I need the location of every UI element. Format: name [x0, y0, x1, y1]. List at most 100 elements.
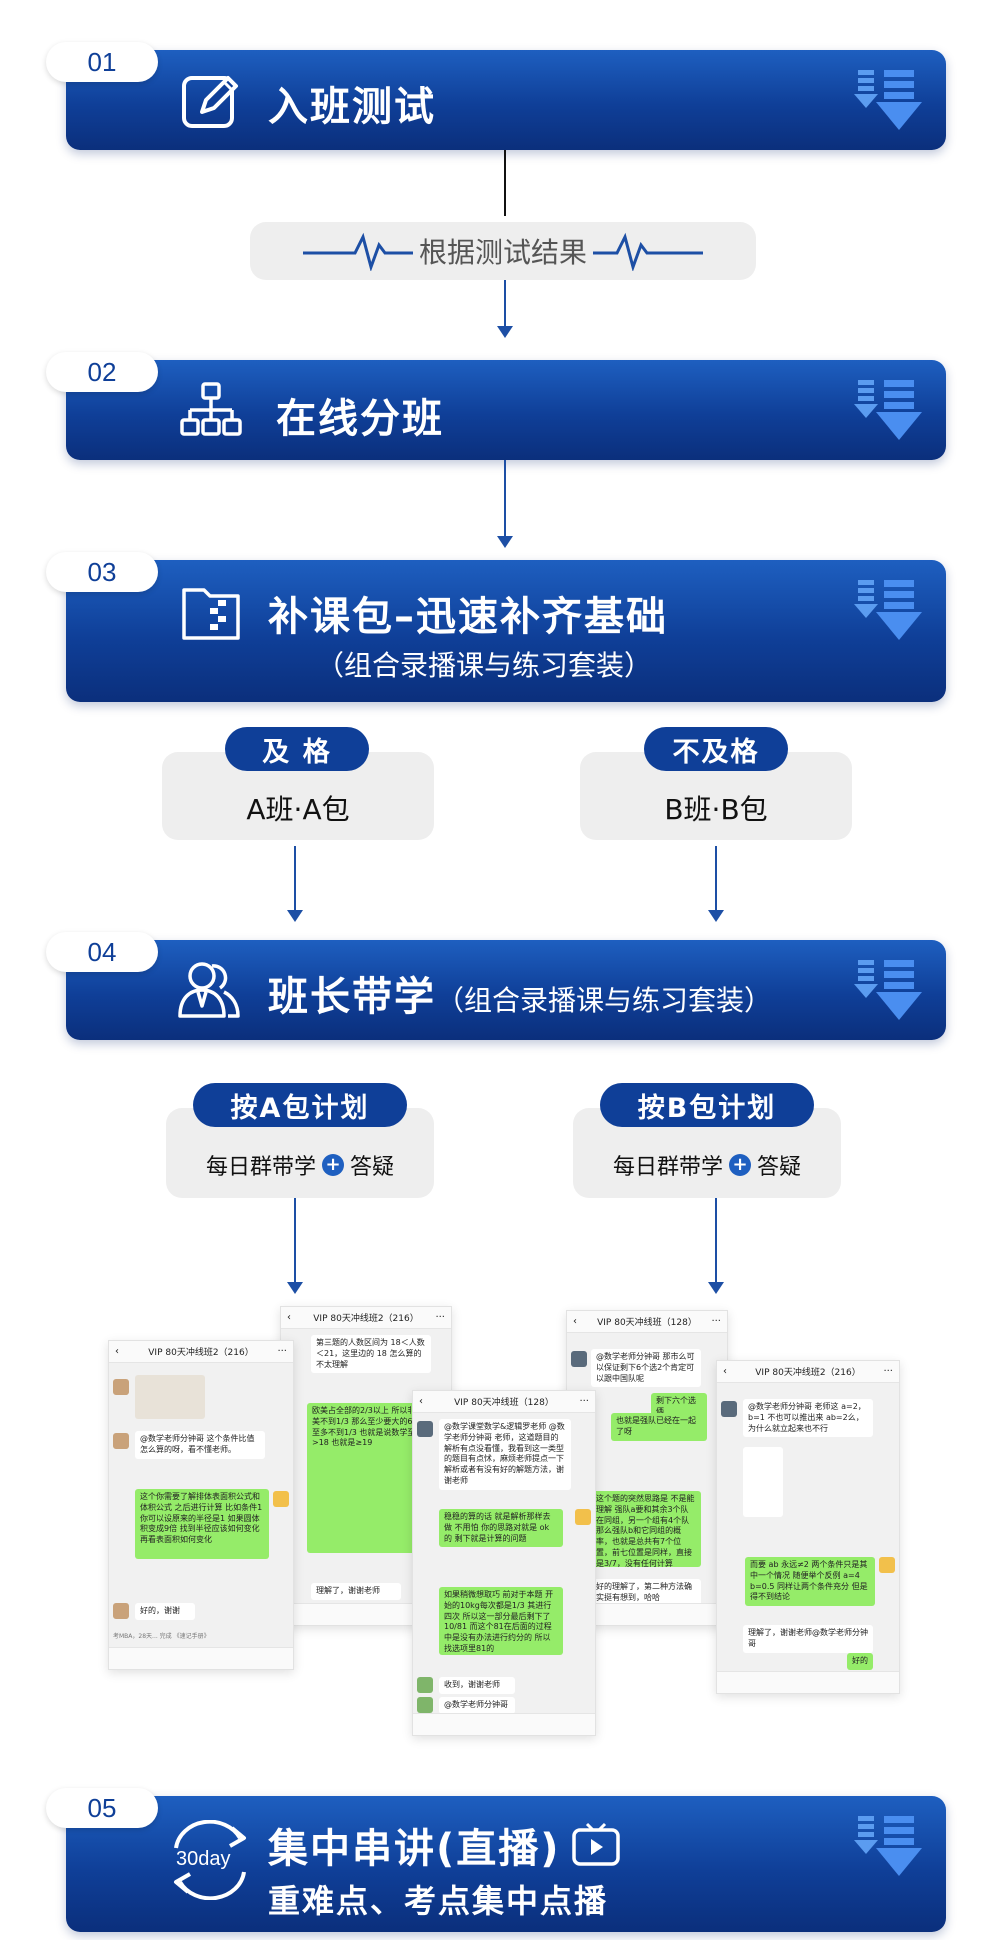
avatar — [575, 1509, 591, 1525]
avatar — [879, 1557, 895, 1573]
chat-header: ‹VIP 80天冲线班（128）··· — [567, 1311, 727, 1333]
fail-group-label: B班·B包 — [664, 793, 768, 826]
chat-header: ‹ VIP 80天冲线班2（216） ··· — [281, 1307, 451, 1329]
step-title: 入班测试 — [268, 84, 436, 130]
step-title: 班长带学（组合录播课与练习套装） — [268, 964, 772, 1022]
chat-message: 而要 ab 永远≠2 两个条件只是其中一个情况 随便举个反例 a=4 b=0.5… — [745, 1557, 875, 1607]
step-02-banner: 02 在线分班 — [46, 352, 946, 460]
connector-line — [294, 1198, 296, 1284]
chat-screenshot-1: ‹VIP 80天冲线班2（216）··· @数学老师分钟哥 这个条件比值怎么算的… — [108, 1340, 294, 1670]
more-icon: ··· — [277, 1346, 287, 1357]
calendar-cycle-icon — [174, 1820, 246, 1900]
step-title: 在线分班 — [276, 396, 444, 442]
back-icon: ‹ — [723, 1366, 727, 1377]
arrow-down-icon — [287, 910, 303, 922]
plan-a-text: 每日群带学 + 答疑 — [206, 1149, 394, 1181]
chat-message: @数学课堂数学&逻辑罗老师 @数学老师分钟哥 老师，这道题目的解析有点没看懂，我… — [439, 1419, 571, 1490]
chat-message: 好的 — [847, 1653, 873, 1670]
avatar — [113, 1603, 129, 1619]
plan-a-text-left: 每日群带学 — [205, 1155, 316, 1180]
plan-b-text-right: 答疑 — [757, 1155, 802, 1180]
test-result-box: 根据测试结果 — [250, 222, 756, 280]
chat-input-bar — [717, 1671, 899, 1693]
icon-label: 30day — [176, 1848, 231, 1870]
chat-message: @数学老师分钟哥 — [439, 1697, 515, 1714]
download-arrows-icon — [854, 70, 922, 130]
image-message — [743, 1447, 783, 1517]
fail-pill: 不及格 — [644, 727, 788, 771]
connector-line — [715, 1198, 717, 1284]
avatar — [417, 1677, 433, 1693]
more-icon: ··· — [711, 1316, 721, 1327]
step-number: 01 — [46, 42, 158, 82]
chat-message: 这个你需要了解排体表面积公式和体积公式 之后进行计算 比如条件1 你可以设原来的… — [135, 1489, 269, 1559]
chat-bottom-bar: 考MBA，28天... 完成 《速记手册》 — [113, 1633, 210, 1640]
avatar — [113, 1433, 129, 1449]
pulse-left-icon — [302, 232, 413, 271]
plan-b-pill: 按B包计划 — [600, 1083, 814, 1127]
chat-input-bar — [109, 1647, 293, 1669]
image-message — [135, 1375, 205, 1419]
pass-pill: 及 格 — [225, 727, 369, 771]
step-title: 补课包–迅速补齐基础 — [268, 594, 668, 640]
users-icon — [178, 962, 240, 1018]
folder-icon — [182, 588, 240, 640]
chat-message: @数学老师分钟哥 这个条件比值怎么算的呀，看不懂老师。 — [135, 1431, 265, 1459]
edit-icon — [182, 76, 238, 128]
step-title-main: 集中串讲(直播) — [268, 1826, 561, 1872]
step-03-banner: 03 补课包–迅速补齐基础 （组合录播课与练习套装） — [46, 552, 946, 702]
avatar — [113, 1379, 129, 1395]
chat-message: 如果稍微想取巧 前对于本题 开始的10kg每次都是1/3 其进行四次 所以这一部… — [439, 1587, 563, 1655]
step-subtitle: （组合录播课与练习套装） — [316, 649, 653, 682]
pass-group-label: A班·A包 — [246, 793, 350, 826]
chat-message: @数学老师分钟哥 老师这 a=2，b=1 不也可以推出来 ab=2么，为什么就立… — [743, 1399, 873, 1438]
more-icon: ··· — [435, 1312, 445, 1323]
chat-message: 收到，谢谢老师 — [439, 1677, 515, 1694]
chat-title: VIP 80天冲线班（128） — [454, 1398, 554, 1408]
chat-title: VIP 80天冲线班（128） — [597, 1318, 697, 1328]
download-arrows-icon — [854, 960, 922, 1020]
chat-message: 这个题的突然思路是 不是能理解 强队a要和其余3个队在同组，另一个组有4个队 那… — [591, 1491, 701, 1567]
chat-message: 好的理解了，第二种方法确实挺有想到，哈哈 — [591, 1579, 701, 1607]
back-icon: ‹ — [287, 1312, 291, 1323]
connector-line — [504, 460, 506, 538]
chat-header: ‹VIP 80天冲线班2（216）··· — [717, 1361, 899, 1383]
step-05-banner: 05 30day 集中串讲(直播) 重难点、考点集中点播 — [46, 1788, 946, 1932]
arrow-down-icon — [708, 910, 724, 922]
download-arrows-icon — [854, 1816, 922, 1876]
connector-line — [294, 846, 296, 912]
chat-input-bar — [281, 1603, 451, 1625]
plan-b-text-left: 每日群带学 — [612, 1155, 723, 1180]
step-title-main: 班长带学 — [268, 974, 436, 1020]
step-number: 05 — [46, 1788, 158, 1828]
chat-title: VIP 80天冲线班2（216） — [755, 1368, 861, 1378]
chat-input-bar — [413, 1713, 595, 1735]
step-title: 集中串讲(直播) — [268, 1816, 621, 1874]
connector-line — [715, 846, 717, 912]
chat-message: 理解了，谢谢老师@数学老师分钟哥 — [743, 1625, 873, 1653]
avatar — [721, 1401, 737, 1417]
avatar — [273, 1491, 289, 1507]
avatar — [417, 1421, 433, 1437]
chat-message: 第三题的人数区间为 18＜人数＜21，这里边的 18 怎么算的不太理解 — [311, 1335, 431, 1374]
step-04-banner: 04 班长带学（组合录播课与练习套装） — [46, 932, 946, 1040]
chat-message: 稳稳的算的话 就是解析那样去做 不用怕 你的思路对就是 ok 的 剩下就是计算的… — [439, 1509, 563, 1548]
arrow-down-icon — [497, 536, 513, 548]
video-icon — [571, 1822, 620, 1866]
step-number: 02 — [46, 352, 158, 392]
chat-message: 也就是强队已经在一起了呀 — [611, 1413, 707, 1441]
connector-line — [504, 150, 506, 216]
back-icon: ‹ — [419, 1396, 423, 1407]
avatar — [571, 1351, 587, 1367]
chat-title: VIP 80天冲线班2（216） — [313, 1314, 419, 1324]
chat-header: ‹VIP 80天冲线班（128）··· — [413, 1391, 595, 1413]
plus-icon: + — [322, 1154, 344, 1176]
step-number: 04 — [46, 932, 158, 972]
chat-message: 好的，谢谢 — [135, 1603, 195, 1620]
arrow-down-icon — [497, 326, 513, 338]
chat-message: @数学老师分钟哥 那市么可以保证剩下6个选2个肯定可以跟中国队呢 — [591, 1349, 701, 1388]
step-title-suffix: （组合录播课与练习套装） — [436, 984, 773, 1017]
chat-screenshot-3: ‹VIP 80天冲线班（128）··· @数学课堂数学&逻辑罗老师 @数学老师分… — [412, 1390, 596, 1736]
plan-b-text: 每日群带学 + 答疑 — [613, 1149, 801, 1181]
step-01-banner: 01 入班测试 — [46, 42, 946, 150]
